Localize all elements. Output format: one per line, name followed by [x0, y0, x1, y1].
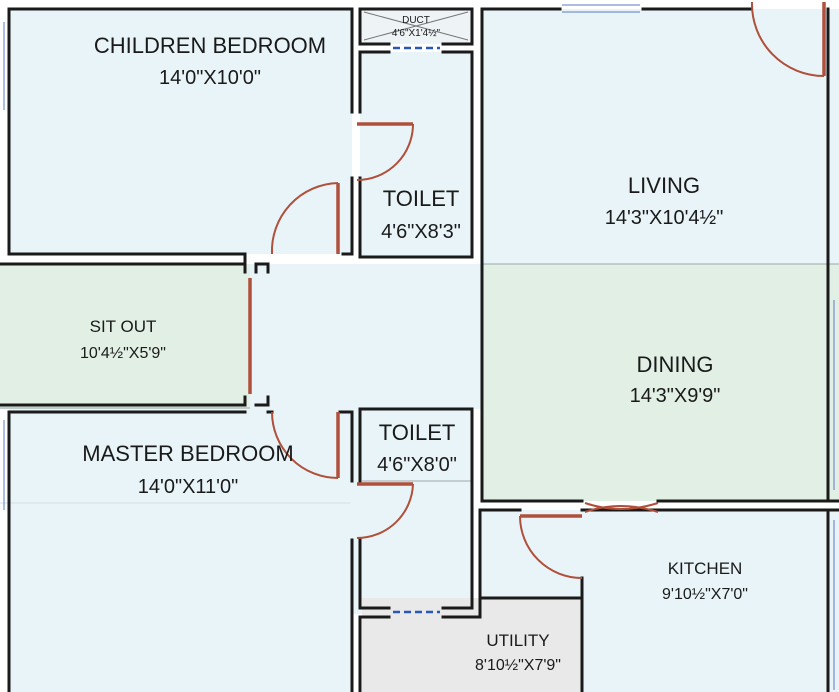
labels: CHILDREN BEDROOM 14'0"X10'0" DUCT 4'6"X1…	[80, 15, 748, 674]
kitchen-size: 9'10½"X7'0"	[662, 586, 748, 603]
duct-cross	[363, 11, 469, 41]
sit-out-name: SIT OUT	[90, 317, 157, 336]
toilet-bottom-size: 4'6"X8'0"	[377, 454, 457, 476]
sit-out-size: 10'4½"X5'9"	[80, 345, 166, 362]
kitchen-area	[582, 510, 839, 692]
windows	[3, 4, 835, 690]
walls	[0, 7, 839, 692]
utility-name: UTILITY	[486, 631, 549, 650]
doors	[248, 1, 826, 579]
children-bedroom-area	[9, 9, 352, 254]
toilet-top-name: TOILET	[383, 186, 460, 211]
duct-size: 4'6"X1'4½"	[392, 28, 441, 39]
hall-area	[250, 264, 482, 409]
master-bedroom-name: MASTER BEDROOM	[82, 441, 293, 466]
toilet-bottom-name: TOILET	[379, 420, 456, 445]
utility-size: 8'10½"X7'9"	[475, 657, 561, 674]
dining-size: 14'3"X9'9"	[630, 385, 721, 407]
living-size: 14'3"X10'4½"	[605, 207, 724, 229]
room-fills	[0, 9, 839, 692]
toilet-top-size: 4'6"X8'3"	[381, 221, 461, 243]
children-bedroom-size: 14'0"X10'0"	[159, 67, 261, 89]
master-bedroom-area	[9, 409, 352, 692]
utility-area	[362, 598, 582, 692]
dining-area	[482, 264, 839, 501]
passage-area	[480, 510, 582, 598]
children-bedroom-name: CHILDREN BEDROOM	[94, 33, 326, 58]
toilet-bottom-area	[352, 409, 472, 614]
toilet-top-area	[360, 52, 472, 257]
living-name: LIVING	[628, 173, 700, 198]
sit-out-area	[0, 264, 250, 409]
dining-name: DINING	[637, 352, 714, 377]
master-bedroom-size: 14'0"X11'0"	[138, 476, 238, 498]
living-area	[482, 9, 839, 264]
kitchen-name: KITCHEN	[668, 559, 743, 578]
duct-name: DUCT	[402, 15, 430, 26]
